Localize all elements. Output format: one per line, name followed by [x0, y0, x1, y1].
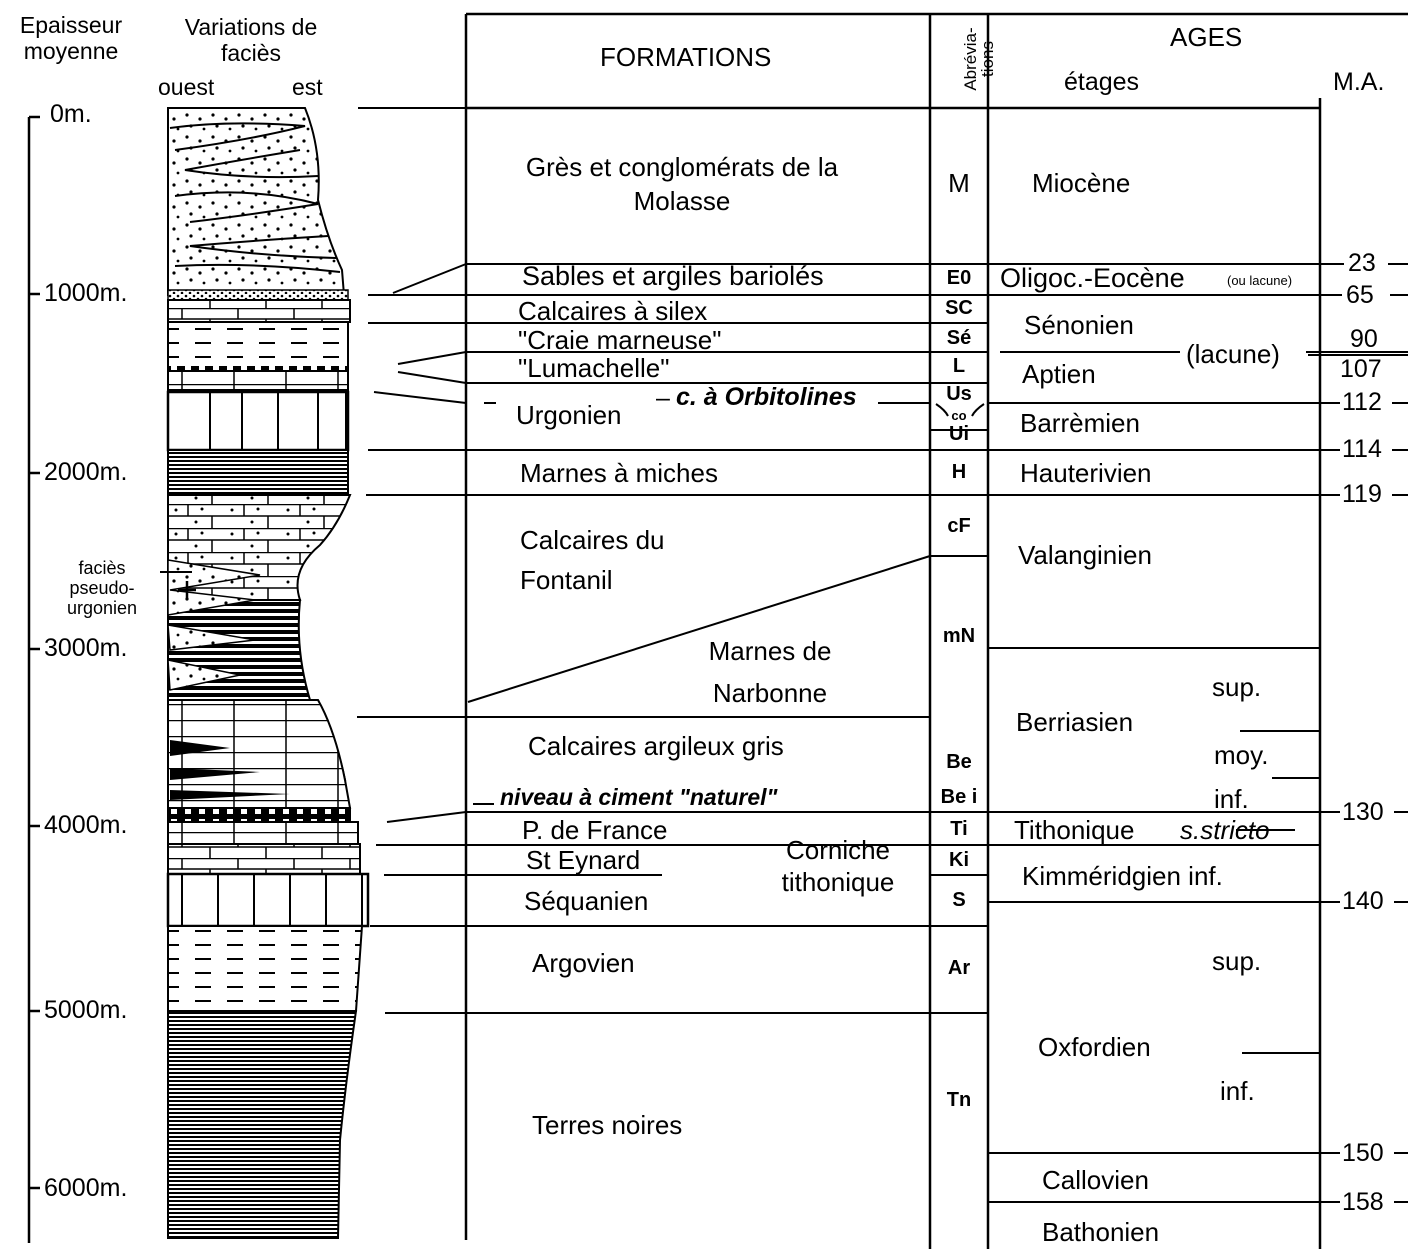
formation-narbonne: Marnes de Narbonne — [650, 630, 890, 714]
stage-barremien: Barrèmien — [1020, 410, 1140, 436]
ma-value: 90 — [1350, 327, 1378, 352]
abbr-E0: E0 — [930, 268, 988, 288]
lithologic-column — [168, 108, 368, 1238]
stage-stricto: s.stricto — [1180, 817, 1270, 843]
stage-oxfordien: Oxfordien — [1038, 1034, 1151, 1060]
ma-value: 65 — [1346, 283, 1374, 308]
ma-value: 23 — [1348, 251, 1376, 276]
formation-orbitolines: c. à Orbitolines — [676, 385, 857, 410]
abbr-Se: Sé — [930, 328, 988, 348]
facies-header: Variations de faciès — [176, 14, 326, 66]
abbr-Tn: Tn — [930, 1090, 988, 1110]
ma-value: 119 — [1342, 482, 1382, 507]
thickness-header: Epaisseur moyenne — [2, 12, 140, 64]
stage-callovien: Callovien — [1042, 1167, 1149, 1193]
formation-fontanil: Calcaires du Fontanil — [520, 520, 720, 600]
abbr-Ti: Ti — [930, 819, 988, 839]
formation-miches: Marnes à miches — [520, 460, 718, 486]
abbr-Us: Us — [930, 384, 988, 404]
west-label: ouest — [158, 76, 214, 99]
formation-argovien: Argovien — [532, 950, 635, 976]
dash-mark: – — [656, 386, 670, 411]
stage-tithonique: Tithonique — [1014, 817, 1134, 843]
depth-label: 1000m. — [44, 281, 127, 306]
abbr-Be: Be — [930, 752, 988, 772]
stage-berriasien-inf: inf. — [1214, 786, 1249, 812]
depth-label: 3000m. — [44, 636, 127, 661]
east-label: est — [292, 76, 323, 99]
abbr-Ar: Ar — [930, 958, 988, 978]
ma-value: 130 — [1342, 800, 1384, 825]
formations-header: FORMATIONS — [600, 44, 771, 70]
ma-value: 114 — [1342, 437, 1382, 462]
formation-ciment: niveau à ciment "naturel" — [500, 786, 777, 809]
stage-kimmeridgien: Kimméridgien inf. — [1022, 863, 1223, 889]
abbr-Ki: Ki — [930, 850, 988, 870]
formation-eynard: St Eynard — [526, 847, 640, 873]
abbr-Bei: Be i — [930, 787, 988, 807]
abbr-S: S — [930, 890, 988, 910]
formation-lumachelle: "Lumachelle" — [518, 355, 669, 381]
stage-berriasien-sup: sup. — [1212, 674, 1261, 700]
formation-corniche: Corniche tithonique — [764, 834, 912, 898]
formation-urgonien: Urgonien — [516, 402, 622, 428]
stage-senonien: Sénonien — [1024, 312, 1134, 338]
formation-france: P. de France — [522, 817, 668, 843]
abbr-cF: cF — [930, 516, 988, 536]
formation-terres-noires: Terres noires — [532, 1112, 682, 1138]
stage-oligocene-eocene: Oligoc.-Eocène — [1000, 265, 1185, 292]
stage-valanginien: Valanginien — [1018, 542, 1152, 568]
stage-berriasien-moy: moy. — [1214, 742, 1268, 768]
stage-miocene: Miocène — [1032, 170, 1130, 196]
formation-craie: "Craie marneuse" — [518, 327, 721, 353]
ma-value: 112 — [1342, 390, 1382, 415]
formation-silex: Calcaires à silex — [518, 298, 707, 324]
abbreviations-header: Abrévia-tions — [934, 20, 986, 100]
abbr-Ui: Ui — [930, 424, 988, 444]
formation-molasse: Grès et conglomérats de la Molasse — [500, 150, 864, 218]
abbr-co: co — [930, 409, 988, 422]
stage-lacune-note: (ou lacune) — [1227, 274, 1292, 287]
stage-hauterivien: Hauterivien — [1020, 460, 1152, 486]
abbr-SC: SC — [930, 298, 988, 318]
formation-argileux: Calcaires argileux gris — [528, 733, 784, 759]
ma-value: 140 — [1342, 889, 1384, 914]
depth-label: 5000m. — [44, 998, 127, 1023]
abbr-M: M — [930, 170, 988, 196]
stage-bathonien: Bathonien — [1042, 1219, 1159, 1245]
formation-sables: Sables et argiles bariolés — [522, 263, 824, 290]
ma-header: M.A. — [1333, 70, 1384, 95]
depth-label: 2000m. — [44, 460, 127, 485]
facies-note: faciès pseudo-urgonien — [50, 558, 154, 618]
stage-oxfordien-sup: sup. — [1212, 948, 1261, 974]
stages-header: étages — [1064, 70, 1139, 95]
formation-sequanien: Séquanien — [524, 888, 648, 914]
abbr-L: L — [930, 356, 988, 376]
stage-lacune: (lacune) — [1186, 341, 1280, 367]
abbr-mN: mN — [930, 626, 988, 646]
stage-aptien: Aptien — [1022, 361, 1096, 387]
ma-value: 107 — [1340, 357, 1382, 382]
ages-header: AGES — [1170, 24, 1242, 50]
depth-label: 0m. — [50, 102, 92, 127]
depth-label: 6000m. — [44, 1176, 127, 1201]
abbr-H: H — [930, 462, 988, 482]
stage-berriasien: Berriasien — [1016, 709, 1133, 735]
stage-oxfordien-inf: inf. — [1220, 1078, 1255, 1104]
depth-label: 4000m. — [44, 813, 127, 838]
ma-value: 158 — [1342, 1190, 1384, 1215]
ma-value: 150 — [1342, 1141, 1384, 1166]
